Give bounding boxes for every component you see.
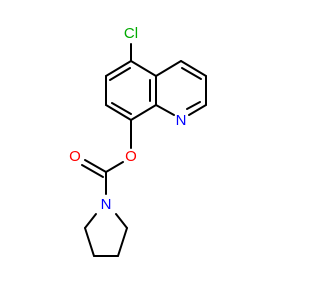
atom-cl: Cl xyxy=(124,25,138,42)
bond-c5-c6 xyxy=(105,60,132,77)
bond-c2-n1-double xyxy=(186,101,201,110)
bond-c8-c8a xyxy=(130,104,157,121)
bond-c5-c6-double xyxy=(109,67,131,81)
atom-o-carbonyl: O xyxy=(69,148,81,165)
bond-cd-n xyxy=(115,213,128,229)
molecule-structure: Cl N O O N xyxy=(69,25,207,257)
bond-c7-c8 xyxy=(105,104,132,121)
atom-labels: Cl N O O N xyxy=(69,25,186,213)
atom-n-ring: N xyxy=(176,112,187,129)
bond-c5-c4a xyxy=(130,60,157,77)
atom-n-amide: N xyxy=(101,196,112,213)
bond-c4a-c4 xyxy=(155,60,182,77)
bond-o-c xyxy=(105,161,124,173)
bond-cc-cd xyxy=(117,227,128,257)
bond-c4-c3-double xyxy=(181,67,202,80)
bond-n1-c8a xyxy=(155,104,175,116)
bond-c4-c3 xyxy=(180,60,207,77)
atom-o-ester: O xyxy=(125,148,137,165)
bonds xyxy=(81,43,207,257)
bond-ca-cb xyxy=(84,227,95,257)
bond-n-ca xyxy=(84,213,97,229)
bond-c-o-carbonyl xyxy=(84,159,107,173)
bond-c-o-carbonyl-double xyxy=(81,164,104,178)
bond-c2-n1 xyxy=(188,104,207,116)
bond-c7-c8-double xyxy=(111,102,132,115)
